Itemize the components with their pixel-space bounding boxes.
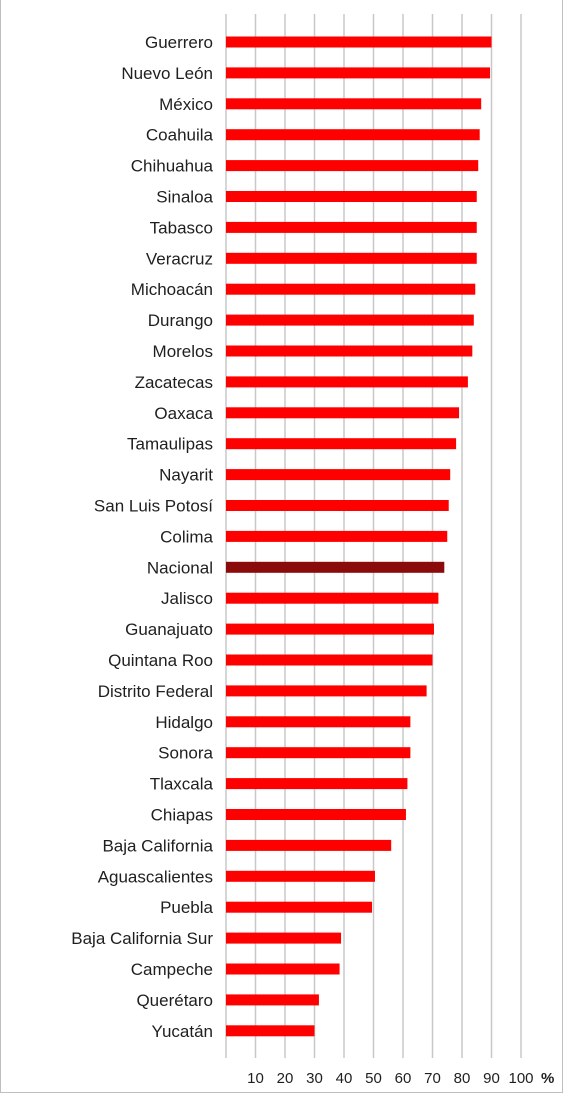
bar-31 bbox=[226, 994, 319, 1006]
x-tick-label-80: 80 bbox=[454, 1070, 471, 1087]
category-label-12: Oaxaca bbox=[154, 404, 213, 423]
category-label-14: Nayarit bbox=[159, 466, 213, 485]
category-label-1: Nuevo León bbox=[121, 64, 213, 83]
x-tick-label-40: 40 bbox=[336, 1070, 353, 1087]
x-tick-label-50: 50 bbox=[365, 1070, 382, 1087]
bar-2 bbox=[226, 98, 482, 110]
bar-27 bbox=[226, 870, 375, 882]
category-label-9: Durango bbox=[148, 311, 213, 330]
category-label-7: Veracruz bbox=[146, 249, 213, 268]
category-label-6: Tabasco bbox=[150, 218, 213, 237]
category-label-32: Yucatán bbox=[152, 1022, 213, 1041]
category-label-26: Baja California bbox=[102, 836, 213, 855]
bar-11 bbox=[226, 376, 468, 388]
bar-18 bbox=[226, 592, 439, 604]
bar-13 bbox=[226, 438, 457, 450]
category-label-4: Chihuahua bbox=[131, 157, 214, 176]
category-label-25: Chiapas bbox=[151, 806, 213, 825]
category-label-27: Aguascalientes bbox=[98, 867, 213, 886]
category-label-23: Sonora bbox=[158, 744, 213, 763]
bar-32 bbox=[226, 1025, 315, 1037]
x-unit-label: % bbox=[541, 1070, 554, 1087]
bar-17 bbox=[226, 561, 445, 573]
x-tick-label-70: 70 bbox=[424, 1070, 441, 1087]
category-label-0: Guerrero bbox=[145, 33, 213, 52]
bar-29 bbox=[226, 932, 342, 944]
bar-10 bbox=[226, 345, 473, 357]
bar-25 bbox=[226, 809, 406, 820]
category-label-31: Querétaro bbox=[136, 991, 213, 1010]
category-label-21: Distrito Federal bbox=[98, 682, 213, 701]
bar-20 bbox=[226, 654, 433, 666]
category-label-16: Colima bbox=[160, 527, 213, 546]
category-label-2: México bbox=[159, 95, 213, 114]
bar-19 bbox=[226, 623, 434, 635]
bar-7 bbox=[226, 252, 477, 264]
bar-4 bbox=[226, 160, 479, 172]
bar-21 bbox=[226, 685, 427, 697]
category-label-30: Campeche bbox=[131, 960, 213, 979]
category-label-20: Quintana Roo bbox=[108, 651, 213, 670]
bar-0 bbox=[226, 36, 492, 48]
bar-23 bbox=[226, 747, 411, 759]
category-label-19: Guanajuato bbox=[125, 620, 213, 639]
bar-16 bbox=[226, 530, 448, 542]
category-label-5: Sinaloa bbox=[156, 188, 213, 207]
x-tick-labels: 10 20 30 40 50 60 70 80 90 100 bbox=[247, 1070, 533, 1087]
bar-3 bbox=[226, 129, 480, 141]
category-label-11: Zacatecas bbox=[135, 373, 213, 392]
bar-30 bbox=[226, 963, 340, 975]
x-tick-label-60: 60 bbox=[395, 1070, 412, 1087]
bar-9 bbox=[226, 314, 474, 326]
x-tick-label-10: 10 bbox=[247, 1070, 264, 1087]
x-tick-label-20: 20 bbox=[277, 1070, 294, 1087]
bar-14 bbox=[226, 469, 451, 481]
category-label-8: Michoacán bbox=[131, 280, 213, 299]
bar-8 bbox=[226, 283, 476, 295]
bar-1 bbox=[226, 67, 491, 79]
category-label-29: Baja California Sur bbox=[71, 929, 213, 948]
bar-26 bbox=[226, 839, 392, 851]
bar-12 bbox=[226, 407, 460, 419]
category-label-28: Puebla bbox=[160, 898, 213, 917]
x-tick-label-100: 100 bbox=[508, 1070, 533, 1087]
bar-5 bbox=[226, 191, 477, 202]
category-label-18: Jalisco bbox=[161, 589, 213, 608]
bar-24 bbox=[226, 778, 408, 790]
category-label-22: Hidalgo bbox=[155, 713, 213, 732]
bar-28 bbox=[226, 901, 373, 913]
category-label-17: Nacional bbox=[147, 558, 213, 577]
x-tick-label-30: 30 bbox=[306, 1070, 323, 1087]
x-tick-label-90: 90 bbox=[483, 1070, 500, 1087]
bar-15 bbox=[226, 500, 449, 511]
category-label-3: Coahuila bbox=[146, 126, 214, 145]
category-label-15: San Luis Potosí bbox=[94, 497, 213, 516]
bars bbox=[226, 36, 492, 1037]
category-label-10: Morelos bbox=[153, 342, 213, 361]
bar-6 bbox=[226, 221, 477, 233]
bar-22 bbox=[226, 716, 411, 728]
category-label-24: Tlaxcala bbox=[150, 775, 214, 794]
category-label-13: Tamaulipas bbox=[127, 435, 213, 454]
